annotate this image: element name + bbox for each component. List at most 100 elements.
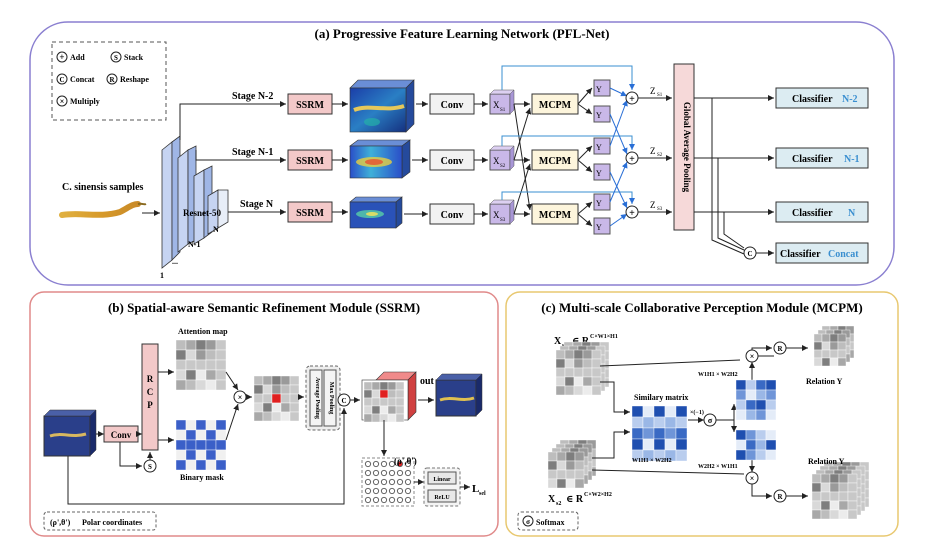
polar-dot [388,478,396,486]
relation-1-cell [821,349,831,359]
x-cube-1: X S1 [489,89,515,115]
polar-dot [372,460,380,468]
attention-cell [185,339,197,351]
multiply-node-c1: × [745,349,759,363]
x2-cell [574,451,585,462]
multiply-node-b: × [233,390,247,404]
relation-2-cell [811,509,822,520]
y-cube: Y [593,193,611,211]
refined-cell [280,375,291,386]
softmax-top-cell [735,409,747,421]
relation-2-cell [829,473,840,484]
relation-1-cell [829,349,839,359]
polar-dot [396,460,404,468]
legend: + Add S Stack C Concat R Reshape × M [51,41,167,121]
polar-dot [372,487,380,495]
feature-map-1 [349,79,415,133]
linear-relu-block: Linear ReLU [423,467,461,507]
mask-cell [205,429,217,441]
attention-cell [205,359,217,371]
feature-map-3 [349,196,403,229]
attention-cell [185,379,197,391]
legend-multiply-label: Multiply [70,97,100,106]
x-cube-3: X S3 [489,199,515,225]
similarity-cell [675,416,688,429]
pooling-block: Average Pooling Max Pooling [305,365,341,431]
backbone-tick-n1: N-1 [188,240,200,249]
svg-text:C×W1×H1: C×W1×H1 [590,334,618,340]
refined-cell [271,375,282,386]
relation-2-stack [811,461,870,520]
arrow-b-mul2 [225,403,239,441]
binary-mask-grid [175,419,227,471]
relation-2-cell [847,482,858,493]
svg-text:sel: sel [479,491,486,497]
mask-cell [195,459,207,471]
softmax-top-cell [755,399,767,411]
reshape-icon: R [777,493,783,501]
attention-cell [205,379,217,391]
relation-1-cell [813,357,823,367]
reshape-icon [106,73,118,85]
x2-cell [556,469,567,480]
svg-text:SSRM: SSRM [296,156,324,167]
x2-cell [556,478,567,489]
svg-text:Conv: Conv [441,210,464,221]
softmax-top-cell [735,399,747,411]
x2-feature-stack [547,439,597,489]
relation-2-cell [829,482,840,493]
svg-text:L: L [472,483,479,495]
svg-text:Y: Y [596,199,602,208]
similarity-label: Similary matrix [634,393,688,402]
refined-cell [280,384,291,395]
svg-text:Conv: Conv [441,100,464,111]
refined-cell [289,384,300,395]
output-grid [363,381,405,423]
refined-cell [253,375,264,386]
svg-text:Classifier: Classifier [792,208,833,219]
out-label: out [420,376,435,387]
output-cell [371,381,381,391]
output-cell [363,389,373,399]
x2-cell [565,460,576,471]
svg-text:∈ R: ∈ R [566,494,584,505]
svg-text:Y: Y [596,85,602,94]
polar-dot [404,460,412,468]
similarity-cell [664,427,677,440]
relation-1-cell [829,341,839,351]
svg-text:S: S [114,54,118,62]
relation-2-cell [847,509,858,520]
softmax-top-cell [765,399,777,411]
softmax-icon: σ [708,416,713,425]
x2-cell [574,469,585,480]
similarity-cell [675,449,688,462]
relation-1-label: Relation Y [806,377,843,386]
svg-text:MCPM: MCPM [539,210,572,221]
attention-cell [205,339,217,351]
polar-legend: (ρ',θ') Polar coordinates [43,511,157,531]
polar-dot [364,469,372,477]
mask-cell [215,459,227,471]
relation-1-cell [829,333,839,343]
svg-text:Concat: Concat [828,249,859,260]
similarity-cell [631,427,644,440]
ssrm-box-3: SSRM [287,201,333,223]
panel-b: (b) Spatial-aware Semantic Refinement Mo… [29,291,499,537]
svg-text:Y: Y [596,143,602,152]
max-pooling-label: Max Pooling [328,382,334,415]
output-cell [371,389,381,399]
multiply-icon: × [750,474,755,483]
x1-cell [564,349,575,360]
relation-2-cell [838,491,849,502]
x2-cell [565,469,576,480]
refined-cell [262,411,273,422]
x1-cell [564,385,575,396]
svg-text:X: X [493,210,500,220]
output-cell [371,413,381,423]
output-cell [387,405,397,415]
panel-c-lines [591,345,808,499]
output-image [435,373,483,417]
relation-2-cell [820,482,831,493]
